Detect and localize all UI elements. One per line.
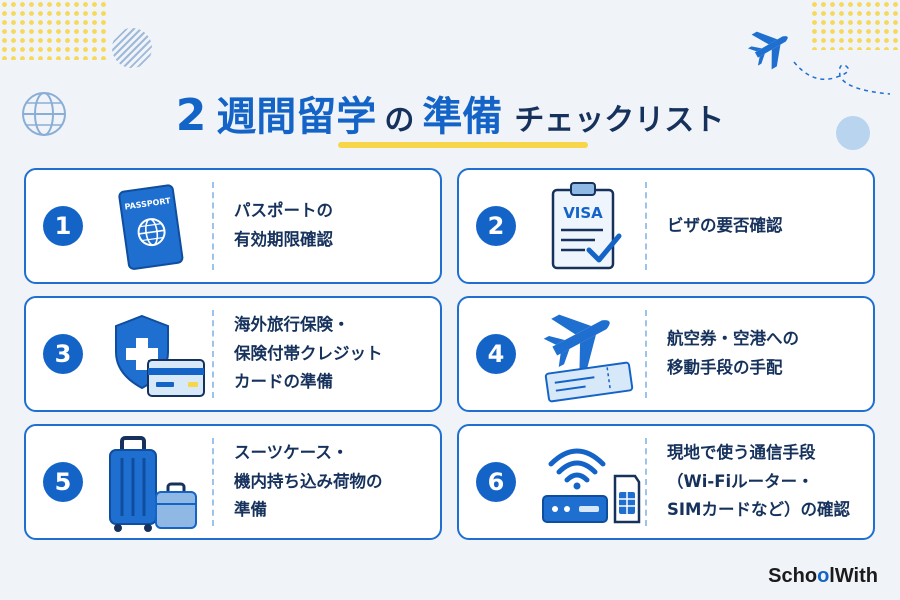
card-number-badge: 6 — [476, 462, 516, 502]
card-text-line: 航空券・空港への — [667, 329, 799, 349]
card-text-line: ビザの要否確認 — [667, 215, 783, 235]
card-divider — [212, 182, 214, 270]
card-divider — [212, 438, 214, 526]
decorative-striped-circle — [112, 28, 152, 68]
checklist-card-6: 6 現地で使う通信手段 （Wi-Fiルーター・ SIMカードなど）の確認 — [457, 424, 875, 540]
decorative-circle — [836, 116, 870, 150]
page-title: 2 週間留学 の 準備 チェックリスト — [0, 84, 900, 142]
card-text: パスポートの 有効期限確認 — [234, 170, 428, 282]
brand-logo: SchoolWith — [768, 565, 878, 588]
title-underline — [338, 142, 588, 148]
globe-icon — [22, 92, 66, 136]
insurance-card-icon — [115, 314, 205, 397]
title-part-b: 準備 — [422, 94, 503, 140]
card-text-line: カードの準備 — [234, 372, 333, 392]
card-number-badge: 4 — [476, 334, 516, 374]
airplane-route-icon — [747, 31, 891, 95]
card-text-line: SIMカードなど）の確認 — [667, 500, 850, 520]
card-number-badge: 3 — [43, 334, 83, 374]
card-text-line: 海外旅行保険・ — [234, 314, 350, 334]
passport-icon: PASSPORT — [118, 184, 184, 270]
checklist-card-2: 2 VISA ビザの要否確認 — [457, 168, 875, 284]
card-text: 航空券・空港への 移動手段の手配 — [667, 298, 861, 410]
card-number-badge: 2 — [476, 206, 516, 246]
card-number-badge: 1 — [43, 206, 83, 246]
brand-text-post: lWith — [829, 565, 878, 587]
title-part-c: チェックリスト — [514, 103, 725, 138]
card-text-line: 準備 — [234, 500, 267, 520]
card-text: 海外旅行保険・ 保険付帯クレジット カードの準備 — [234, 298, 428, 410]
title-particle: の — [384, 103, 415, 138]
card-divider — [645, 310, 647, 398]
card-divider — [212, 310, 214, 398]
card-text-line: パスポートの — [234, 201, 333, 221]
luggage-icon — [109, 436, 197, 532]
card-text: スーツケース・ 機内持ち込み荷物の 準備 — [234, 426, 428, 538]
checklist-card-3: 3 海外旅行保険・ 保険付帯クレジット カードの準備 — [24, 296, 442, 412]
card-text-line: 移動手段の手配 — [667, 358, 783, 377]
card-text-line: 有効期限確認 — [234, 230, 333, 249]
decorative-dots-top-right — [810, 0, 900, 50]
card-text-line: （Wi-Fiルーター・ — [667, 471, 814, 491]
checklist-card-1: 1 PASSPORT パスポートの 有効期限確認 — [24, 168, 442, 284]
card-text: ビザの要否確認 — [667, 170, 861, 282]
checklist-card-5: 5 スーツケース・ 機内持ち込み荷物の 準備 — [24, 424, 442, 540]
plane-ticket-icon — [543, 314, 634, 403]
card-text-line: 現地で使う通信手段 — [667, 442, 816, 462]
visa-clipboard-icon: VISA — [551, 182, 622, 270]
visa-label: VISA — [563, 204, 603, 222]
title-number: 2 — [175, 90, 207, 141]
card-text-line: 機内持ち込み荷物の — [234, 471, 383, 491]
title-part-a: 週間留学 — [216, 94, 377, 140]
card-text-line: 保険付帯クレジット — [234, 343, 383, 363]
decorative-dots-top-left — [0, 0, 110, 60]
checklist-card-4: 4 航空券・空港への 移動手段の手配 — [457, 296, 875, 412]
wifi-sim-icon — [542, 448, 641, 524]
brand-text-accent: o — [817, 565, 830, 587]
card-text-line: スーツケース・ — [234, 442, 349, 462]
card-text: 現地で使う通信手段 （Wi-Fiルーター・ SIMカードなど）の確認 — [667, 426, 861, 538]
card-divider — [645, 438, 647, 526]
card-divider — [645, 182, 647, 270]
brand-text-pre: Scho — [768, 565, 818, 587]
card-number-badge: 5 — [43, 462, 83, 502]
